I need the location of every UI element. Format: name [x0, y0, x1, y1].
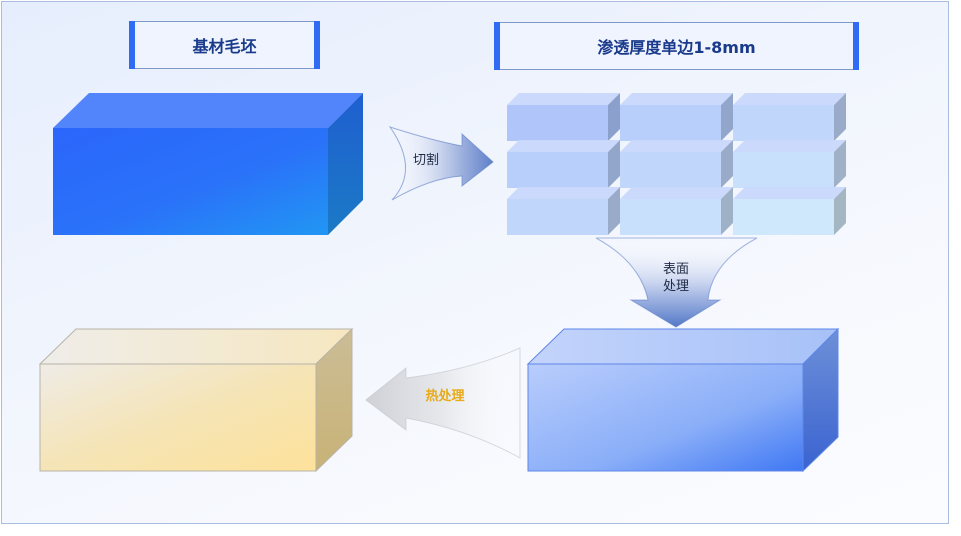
- blank-block: [53, 93, 363, 235]
- cut-tile-side: [608, 93, 620, 141]
- surface-label-line2: 处理: [662, 279, 689, 294]
- cut-tile: [507, 187, 620, 235]
- cut-tile-front: [733, 105, 834, 141]
- cut-tile-front: [507, 152, 608, 188]
- blank-block-top: [53, 93, 363, 128]
- cut-tile: [507, 140, 620, 188]
- cut-tile-side: [608, 140, 620, 188]
- cut-arrow-shape: [388, 126, 494, 201]
- cut-tile-top: [507, 140, 620, 152]
- cut-tile-top: [620, 140, 733, 152]
- cut-arrow: [388, 126, 494, 201]
- blank-block-front: [53, 128, 328, 235]
- cut-tile-side: [834, 140, 846, 188]
- treated-block-front: [527, 363, 804, 472]
- cut-tile-side: [834, 93, 846, 141]
- blank-block-side: [328, 93, 363, 235]
- cut-tile: [507, 93, 620, 141]
- cut-tile-side: [721, 93, 733, 141]
- cut-tile: [733, 187, 846, 235]
- surface-treatment-label: 表面 处理: [656, 261, 696, 295]
- cut-tile: [620, 140, 733, 188]
- cut-tile-side: [834, 187, 846, 235]
- cut-tile-top: [733, 187, 846, 199]
- treated-block: [526, 327, 840, 473]
- cut-tile-side: [608, 187, 620, 235]
- surface-label-line1: 表面: [662, 262, 689, 277]
- heat-treatment-arrow: [365, 347, 521, 459]
- cut-tile-top: [733, 140, 846, 152]
- cut-tiles-grid: [507, 93, 846, 235]
- cut-tile-front: [507, 105, 608, 141]
- cut-tile-top: [620, 93, 733, 105]
- cut-tile-front: [733, 199, 834, 235]
- title-blank: 基材毛坯: [129, 21, 320, 69]
- title-blank-text: 基材毛坯: [192, 37, 257, 56]
- surface-arrow-shape: [595, 237, 758, 328]
- cut-tile-top: [507, 93, 620, 105]
- cut-tile-front: [733, 152, 834, 188]
- heat-arrow-shape: [365, 347, 521, 459]
- cut-tile-front: [620, 105, 721, 141]
- cut-tile-top: [620, 187, 733, 199]
- final-block-top: [38, 328, 354, 365]
- final-block-front: [39, 363, 317, 472]
- cut-tile: [733, 93, 846, 141]
- cut-tile-front: [620, 152, 721, 188]
- title-penetration-depth: 渗透厚度单边1-8mm: [494, 22, 859, 70]
- cut-tile: [620, 187, 733, 235]
- cut-tile-top: [733, 93, 846, 105]
- treated-block-top: [526, 328, 840, 365]
- title-depth-text: 渗透厚度单边1-8mm: [597, 38, 756, 57]
- heat-treatment-label: 热处理: [425, 389, 465, 404]
- cut-label: 切割: [412, 153, 439, 168]
- cut-tile: [733, 140, 846, 188]
- heat-treated-block: [38, 327, 354, 473]
- cut-tile-front: [620, 199, 721, 235]
- cut-tile-side: [721, 140, 733, 188]
- surface-treatment-arrow: [595, 237, 758, 328]
- cut-tile-top: [507, 187, 620, 199]
- cut-tile: [620, 93, 733, 141]
- cut-tile-front: [507, 199, 608, 235]
- cut-tile-side: [721, 187, 733, 235]
